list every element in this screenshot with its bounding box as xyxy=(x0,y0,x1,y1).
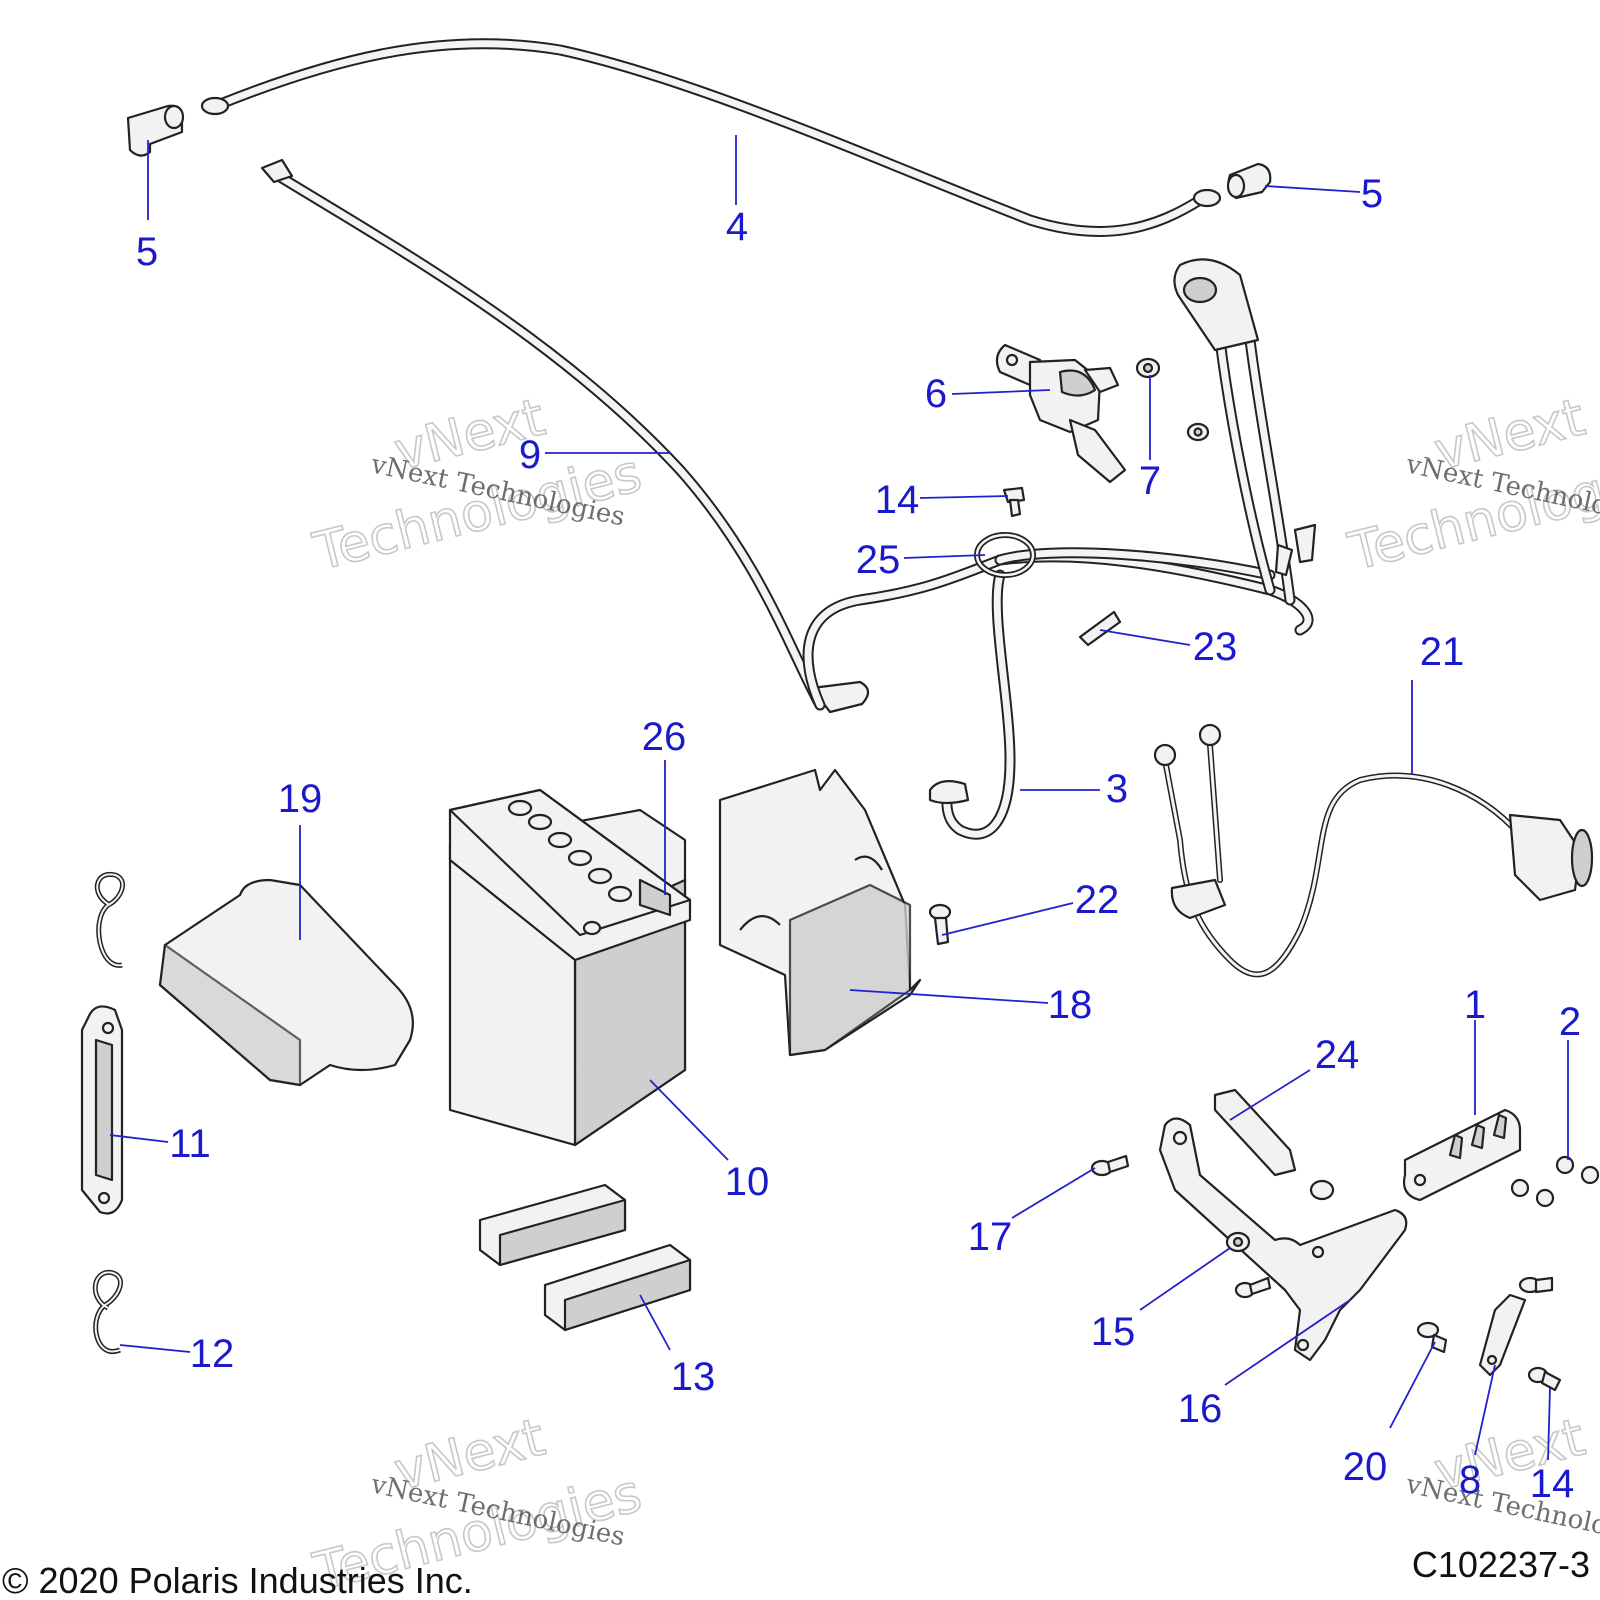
callout-14-top: 14 xyxy=(875,478,920,522)
part-21-power-outlet xyxy=(1153,723,1594,978)
part-11-strap xyxy=(80,1005,124,1215)
part-19-pad xyxy=(158,878,414,1087)
callout-21: 21 xyxy=(1420,630,1465,674)
part-16-bracket xyxy=(1158,1117,1408,1362)
part-4-cable xyxy=(200,38,1222,237)
callout-9: 9 xyxy=(519,433,541,477)
callout-17: 17 xyxy=(968,1215,1013,1259)
callout-19: 19 xyxy=(278,777,323,821)
callout-12: 12 xyxy=(190,1332,235,1376)
callouts: 1 2 3 4 5 5 6 7 8 9 10 11 12 13 14 14 15… xyxy=(136,172,1581,1506)
watermark-group-top-left: vNext Technologies vNext Technologies xyxy=(307,387,648,584)
part-5-boot-left xyxy=(126,104,185,157)
part-2-nuts xyxy=(1510,1155,1600,1208)
watermark-group-top-right: vNext Technologies vNext Technologies xyxy=(1342,387,1600,584)
callout-22: 22 xyxy=(1075,878,1120,922)
battery-caps xyxy=(507,799,633,903)
part-20-bolt xyxy=(1416,1321,1448,1354)
callout-3: 3 xyxy=(1106,767,1128,811)
part-24-bracket xyxy=(1213,1088,1297,1177)
part-5-boot-right xyxy=(1226,162,1272,200)
callout-2: 2 xyxy=(1559,1000,1581,1044)
part-12-clip-top xyxy=(94,871,126,968)
part-7-nut xyxy=(1135,357,1210,442)
part-10-battery xyxy=(448,788,692,1147)
callout-7: 7 xyxy=(1139,459,1161,503)
callout-1: 1 xyxy=(1464,983,1486,1027)
callout-11: 11 xyxy=(169,1122,211,1166)
part-23-clip xyxy=(1078,610,1122,647)
callout-14-bottom: 14 xyxy=(1530,1462,1575,1506)
part-3-harness xyxy=(802,258,1317,840)
part-1-terminal-block xyxy=(1402,1108,1522,1202)
callout-5-left: 5 xyxy=(136,230,158,274)
part-22-bolt xyxy=(928,903,952,946)
part-bolt-mid xyxy=(1234,1276,1272,1299)
part-13-spacers xyxy=(478,1183,692,1332)
part-8-strap xyxy=(1478,1276,1554,1377)
callout-10: 10 xyxy=(725,1160,770,1204)
part-14-rivet-bottom xyxy=(1527,1366,1562,1392)
figure-id: C102237-3 xyxy=(1412,1544,1590,1585)
callout-15: 15 xyxy=(1091,1310,1136,1354)
part-17-rivet xyxy=(1090,1154,1130,1177)
part-18-battery-box xyxy=(718,768,922,1057)
callout-25: 25 xyxy=(856,538,901,582)
callout-4: 4 xyxy=(726,205,748,249)
callout-16: 16 xyxy=(1178,1387,1223,1431)
callout-20: 20 xyxy=(1343,1445,1388,1489)
callout-24: 24 xyxy=(1315,1033,1360,1077)
part-14-rivet-top xyxy=(1002,486,1026,518)
callout-5-right: 5 xyxy=(1361,172,1383,216)
part-9-cable xyxy=(260,158,870,714)
leader-lines xyxy=(109,135,1569,1461)
callout-26: 26 xyxy=(642,715,687,759)
part-12-clip-bottom xyxy=(92,1270,123,1354)
copyright-text: © 2020 Polaris Industries Inc. xyxy=(2,1560,473,1600)
part-6-solenoid xyxy=(995,343,1127,484)
part-15-nut xyxy=(1225,1179,1335,1253)
callout-6: 6 xyxy=(925,372,947,416)
callout-23: 23 xyxy=(1193,625,1238,669)
callout-18: 18 xyxy=(1048,983,1093,1027)
callout-8: 8 xyxy=(1459,1458,1481,1502)
callout-13: 13 xyxy=(671,1355,716,1399)
